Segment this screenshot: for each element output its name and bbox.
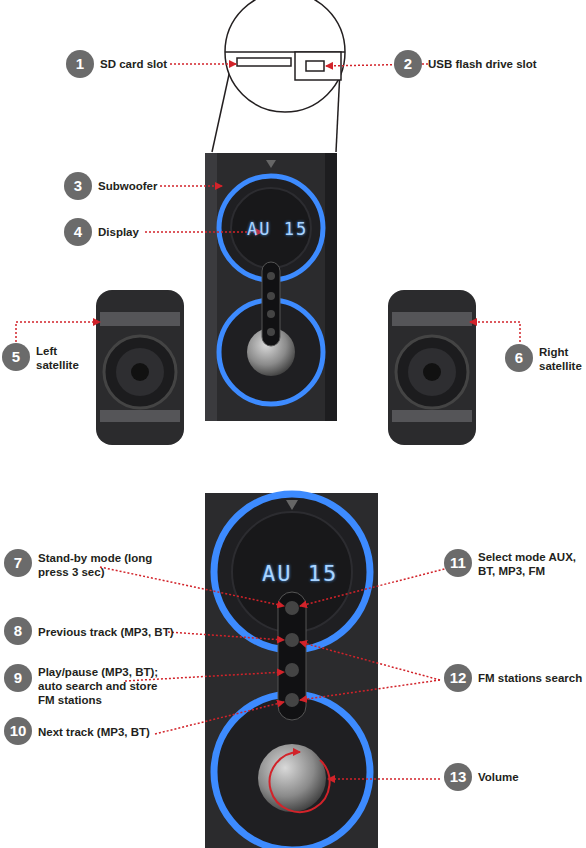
callout-node: 4Display bbox=[64, 218, 92, 246]
part-label: Subwoofer bbox=[98, 179, 218, 193]
callout-number: 12 bbox=[444, 664, 472, 692]
part-label: FM stations search bbox=[478, 671, 586, 685]
callout-node: 6Right satellite bbox=[505, 344, 533, 372]
display-readout: AU 15 bbox=[247, 219, 308, 239]
part-label: Volume bbox=[478, 770, 586, 784]
part-label: SD card slot bbox=[100, 57, 240, 71]
callout-number: 7 bbox=[4, 549, 32, 577]
callout-number: 8 bbox=[4, 617, 32, 645]
callout-number: 6 bbox=[505, 344, 533, 372]
part-label: Display bbox=[98, 225, 218, 239]
callout-number: 5 bbox=[2, 343, 30, 371]
part-label: Next track (MP3, BT) bbox=[38, 725, 198, 739]
callout-node: 1SD card slot bbox=[66, 50, 94, 78]
callout-node: 13Volume bbox=[444, 763, 472, 791]
part-label: Left satellite bbox=[36, 344, 91, 372]
callout-node: 10Next track (MP3, BT) bbox=[4, 717, 32, 745]
callout-number: 1 bbox=[66, 50, 94, 78]
part-label: Select mode AUX, BT, MP3, FM bbox=[478, 550, 586, 578]
callout-node: 2USB flash drive slot bbox=[394, 50, 422, 78]
callout-node: 9Play/pause (MP3, BT); auto search and s… bbox=[4, 664, 32, 692]
part-label: Previous track (MP3, BT) bbox=[38, 625, 198, 639]
callout-node: 3Subwoofer bbox=[64, 172, 92, 200]
display-readout: AU 15 bbox=[262, 561, 338, 586]
callout-number: 9 bbox=[4, 664, 32, 692]
callout-node: 5Left satellite bbox=[2, 343, 30, 371]
part-label: USB flash drive slot bbox=[428, 57, 578, 71]
callout-number: 10 bbox=[4, 717, 32, 745]
part-label: Play/pause (MP3, BT); auto search and st… bbox=[38, 665, 168, 707]
callout-number: 11 bbox=[444, 549, 472, 577]
callout-node: 11Select mode AUX, BT, MP3, FM bbox=[444, 549, 472, 577]
part-label: Stand-by mode (long press 3 sec) bbox=[38, 551, 158, 579]
callout-number: 3 bbox=[64, 172, 92, 200]
callout-node: 8Previous track (MP3, BT) bbox=[4, 617, 32, 645]
callout-node: 12FM stations search bbox=[444, 664, 472, 692]
callout-number: 4 bbox=[64, 218, 92, 246]
callout-number: 2 bbox=[394, 50, 422, 78]
callout-node: 7Stand-by mode (long press 3 sec) bbox=[4, 549, 32, 577]
part-label: Right satellite bbox=[539, 345, 586, 373]
callout-number: 13 bbox=[444, 763, 472, 791]
